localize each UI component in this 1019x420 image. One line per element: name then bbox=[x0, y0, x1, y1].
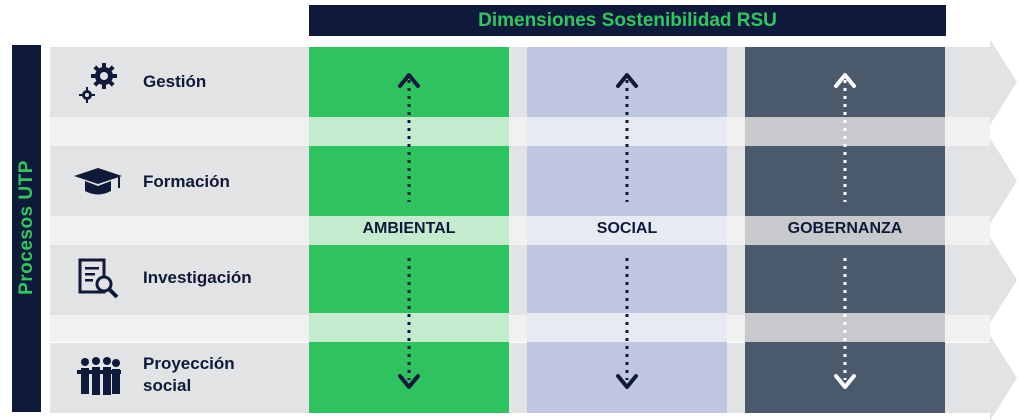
dimension-arrowhead-up-0 bbox=[398, 73, 420, 88]
dimension-gap-0-2 bbox=[309, 313, 509, 342]
dimension-arrowhead-up-1 bbox=[616, 73, 638, 88]
dimension-gap-2-2 bbox=[745, 313, 945, 342]
dimension-label-ambiental: AMBIENTAL bbox=[362, 220, 456, 237]
dimension-gap-0-1 bbox=[309, 216, 509, 245]
processes-sidebar bbox=[12, 45, 41, 412]
dimension-gap-2-1 bbox=[745, 216, 945, 245]
dimension-label-social: SOCIAL bbox=[596, 220, 658, 237]
dimension-gap-1-2 bbox=[527, 313, 727, 342]
dimension-arrowhead-down-2 bbox=[834, 374, 856, 389]
dimension-arrowhead-down-1 bbox=[616, 374, 638, 389]
dimension-gap-1-1 bbox=[527, 216, 727, 245]
processes-title: Procesos UTP bbox=[15, 160, 37, 295]
dimension-arrowhead-up-2 bbox=[834, 73, 856, 88]
people-group-icon bbox=[76, 356, 122, 403]
graduation-cap-icon bbox=[72, 166, 124, 205]
dimensions-title: Dimensiones Sostenibilidad RSU bbox=[309, 5, 946, 36]
dimension-arrowhead-down-0 bbox=[398, 374, 420, 389]
gears-icon bbox=[78, 62, 122, 111]
process-label-gestion: Gestión bbox=[143, 72, 207, 91]
document-search-icon bbox=[78, 258, 120, 305]
process-label-formacion: Formación bbox=[143, 172, 230, 191]
dimension-label-gobernanza: GOBERNANZA bbox=[787, 220, 903, 237]
process-label-investigacion: Investigación bbox=[143, 268, 252, 287]
process-label-proyeccion-social: Proyección social bbox=[143, 354, 235, 395]
